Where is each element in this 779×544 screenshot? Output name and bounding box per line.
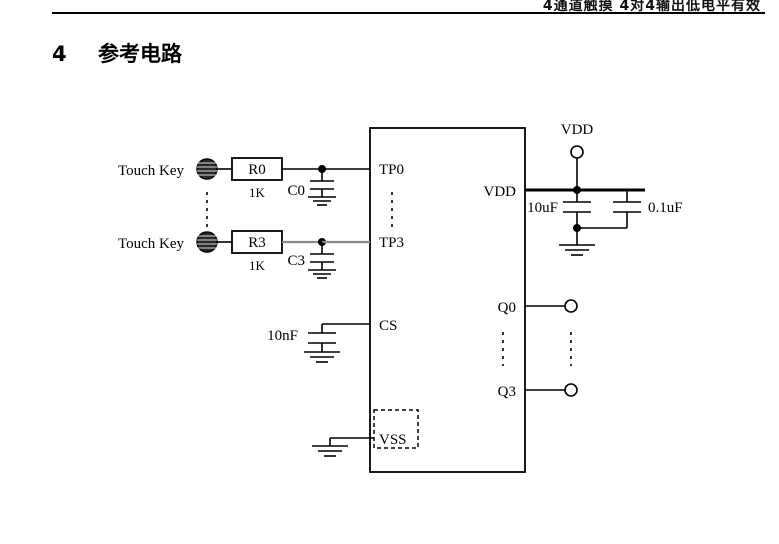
capacitor-cs-symbol xyxy=(304,324,340,363)
vdd-supply-terminal xyxy=(570,145,584,159)
pin-label-vdd: VDD xyxy=(484,184,517,200)
ic-body xyxy=(369,127,526,473)
section-heading-text: 参考电路 xyxy=(98,42,182,66)
resistor-r3-value: 1K xyxy=(249,258,266,273)
page-title: 4 参考电路 xyxy=(52,38,182,68)
output-terminal-q3 xyxy=(564,383,578,397)
section-number: 4 xyxy=(52,42,67,66)
ground-symbol-vdd-caps xyxy=(559,228,595,256)
output-terminal-q0 xyxy=(564,299,578,313)
capacitor-c0-symbol xyxy=(308,169,336,206)
pin-label-cs: CS xyxy=(379,318,397,334)
capacitor-c3-symbol xyxy=(308,242,336,279)
capacitor-c0-label: C0 xyxy=(287,183,305,199)
pin-label-q0: Q0 xyxy=(498,300,516,316)
header-divider xyxy=(52,12,765,14)
vdd-supply-label: VDD xyxy=(561,122,594,138)
resistor-r0-value: 1K xyxy=(249,185,266,200)
capacitor-0p1uf-symbol xyxy=(613,190,641,228)
capacitor-c3-label: C3 xyxy=(287,253,305,269)
page-header: 4通道触摸 4对4输出低电平有效 xyxy=(0,0,779,24)
pin-label-tp3: TP3 xyxy=(379,235,404,251)
vss-highlight-box xyxy=(373,409,419,449)
resistor-r0-label: R0 xyxy=(248,162,266,178)
pin-label-tp0: TP0 xyxy=(379,162,404,178)
running-header-title: 4通道触摸 4对4输出低电平有效 xyxy=(542,0,761,14)
reference-circuit-diagram: Touch Key R0 1K C0 TP0 Touch Key R3 1K C… xyxy=(0,100,779,510)
ground-symbol-vss xyxy=(312,438,348,457)
resistor-r3-label: R3 xyxy=(248,235,266,251)
touch-key-label-0: Touch Key xyxy=(118,163,185,179)
capacitor-10uf-value: 10uF xyxy=(527,200,558,216)
circuit-schematic-svg: Touch Key R0 1K C0 TP0 Touch Key R3 1K C… xyxy=(118,122,683,473)
pin-label-q3: Q3 xyxy=(498,384,516,400)
pin-label-vss: VSS xyxy=(379,432,407,448)
touch-pad-symbol-0 xyxy=(196,158,218,180)
capacitor-10uf-symbol xyxy=(563,190,591,228)
touch-key-label-3: Touch Key xyxy=(118,236,185,252)
capacitor-0p1uf-value: 0.1uF xyxy=(648,200,683,216)
capacitor-cs-value: 10nF xyxy=(267,328,298,344)
touch-pad-symbol-3 xyxy=(196,231,218,253)
